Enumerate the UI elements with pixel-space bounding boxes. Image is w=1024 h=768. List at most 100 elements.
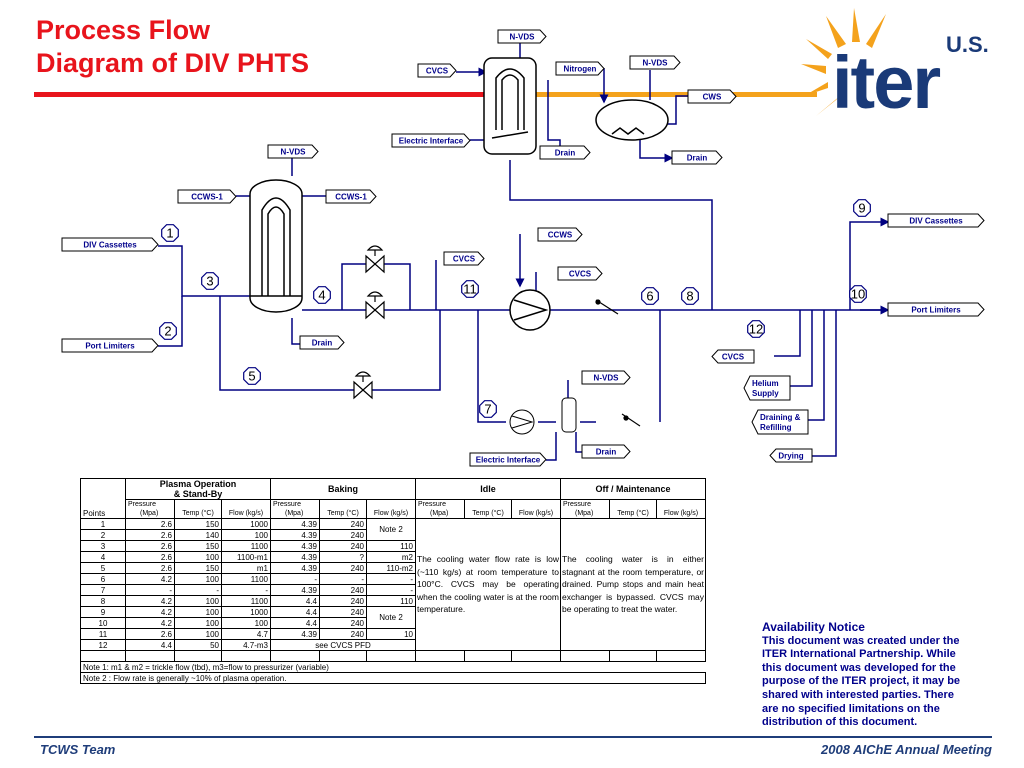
subheader-pressure: Pressure(Mpa) [125, 499, 175, 519]
cell-baking-temp: 240 [319, 595, 367, 607]
cell-plasma: 100 [174, 606, 222, 618]
subheader-temp: Temp (°C) [174, 499, 222, 519]
cell-plasma: 50 [174, 639, 222, 651]
header-off: Off / Maintenance [560, 478, 706, 500]
title-line-2: Diagram of DIV PHTS [36, 48, 310, 78]
svg-text:8: 8 [686, 289, 693, 304]
cell-baking-temp: 240 [319, 518, 367, 530]
cell-baking-flow: 110 [366, 595, 416, 607]
cell-point: 7 [80, 584, 126, 596]
tag-electric-interface-top: Electric Interface [391, 133, 471, 148]
subheader-pressure: Pressure(Mpa) [270, 499, 320, 519]
empty-cell [415, 650, 465, 662]
cell-baking-pressure: 4.4 [270, 595, 320, 607]
cell-baking-temp: 240 [319, 617, 367, 629]
cell-baking-temp: ? [319, 551, 367, 563]
cell-plasma: 150 [174, 562, 222, 574]
small-pump [509, 397, 577, 435]
cell-plasma: 100 [174, 628, 222, 640]
cell-plasma: 4.2 [125, 617, 175, 629]
header-plasma-1: Plasma Operation [159, 479, 237, 489]
point-12: 12 [747, 320, 765, 338]
svg-text:3: 3 [206, 274, 213, 289]
svg-text:2: 2 [164, 324, 171, 339]
cell-plasma: 4.4 [125, 639, 175, 651]
cell-baking-pressure: 4.4 [270, 617, 320, 629]
empty-cell [221, 650, 271, 662]
cell-baking-temp: 240 [319, 606, 367, 618]
cell-point: 9 [80, 606, 126, 618]
cell-point: 10 [80, 617, 126, 629]
cell-plasma: 4.7-m3 [221, 639, 271, 651]
svg-text:10: 10 [851, 287, 865, 302]
cell-plasma: 2.6 [125, 551, 175, 563]
svg-text:Drying: Drying [778, 452, 803, 461]
tag-ccws1-left: CCWS-1 [177, 189, 237, 204]
empty-cell [125, 650, 175, 662]
point-5: 5 [243, 367, 261, 385]
cell-note2: Note 2 [366, 518, 416, 541]
cell-baking-pressure: 4.39 [270, 551, 320, 563]
cell-plasma: 1100 [221, 573, 271, 585]
iter-wordmark: iter [832, 41, 940, 124]
tag-nvds-bottom: N-VDS [581, 370, 631, 385]
svg-text:5: 5 [248, 369, 255, 384]
footer-left: TCWS Team [40, 742, 116, 757]
cell-baking-pressure: 4.39 [270, 540, 320, 552]
cell-plasma: 100 [174, 595, 222, 607]
sun-rays-icon [801, 8, 886, 116]
empty-cell [174, 650, 222, 662]
tag-text-helium-1: Helium [752, 379, 779, 388]
title-underline-orange [489, 92, 817, 97]
cell-baking-flow: - [366, 573, 416, 585]
tag-draining: Draining &Refilling [751, 409, 809, 435]
us-mark: U.S. [946, 32, 989, 57]
empty-cell [80, 650, 126, 662]
cell-plasma: 150 [174, 540, 222, 552]
svg-text:DIV Cassettes: DIV Cassettes [909, 217, 963, 226]
cell-plasma: 4.2 [125, 573, 175, 585]
tag-port-limiters-out: Port Limiters [887, 302, 985, 317]
svg-text:Electric Interface: Electric Interface [399, 137, 464, 146]
header-plasma-2: & Stand-By [173, 489, 223, 499]
cell-baking-temp: 240 [319, 540, 367, 552]
subheader-temp: Temp (°C) [464, 499, 512, 519]
empty-cell [560, 650, 610, 662]
cell-point: 8 [80, 595, 126, 607]
point-6: 6 [641, 287, 659, 305]
cell-plasma: 4.2 [125, 595, 175, 607]
svg-text:N-VDS: N-VDS [510, 33, 536, 42]
cell-note2: Note 2 [366, 606, 416, 629]
svg-text:6: 6 [646, 289, 653, 304]
availability-notice: Availability Notice This document was cr… [762, 620, 972, 730]
cell-baking-flow: 110-m2 [366, 562, 416, 574]
point-3: 3 [201, 272, 219, 290]
svg-text:CCWS-1: CCWS-1 [335, 193, 367, 202]
cell-plasma: 100 [174, 573, 222, 585]
iter-logo: U.S. iter [801, 8, 989, 124]
cell-baking-pressure: 4.39 [270, 584, 320, 596]
tag-nvds-hx: N-VDS [267, 144, 319, 159]
tag-cvcs-right: CVCS [711, 349, 755, 364]
tag-ccws: CCWS [537, 227, 583, 242]
tag-text-draining-1: Draining & [760, 413, 801, 422]
point-8: 8 [681, 287, 699, 305]
svg-text:N-VDS: N-VDS [281, 148, 307, 157]
empty-cell [656, 650, 706, 662]
cell-baking-temp: 240 [319, 628, 367, 640]
off-description: The cooling water is in either stagnant … [560, 518, 706, 651]
cell-plasma: 140 [174, 529, 222, 541]
tag-drain-bottom: Drain [581, 444, 631, 459]
tag-port-limiters-in: Port Limiters [61, 338, 159, 353]
note-2: Note 2 : Flow rate is generally ~10% of … [80, 672, 706, 684]
tag-drying: Drying [769, 448, 813, 463]
tag-drain-top: Drain [539, 145, 591, 160]
cell-point: 6 [80, 573, 126, 585]
empty-cell [366, 650, 416, 662]
point-2: 2 [159, 322, 177, 340]
availability-heading: Availability Notice [762, 620, 865, 634]
